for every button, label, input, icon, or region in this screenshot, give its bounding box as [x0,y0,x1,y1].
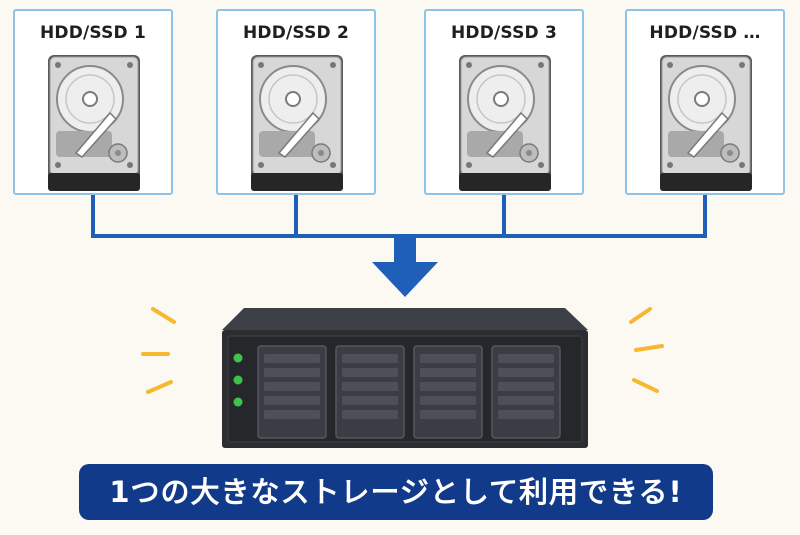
drive-label: HDD/SSD 1 [39,23,147,43]
arrow-down-icon [372,236,438,297]
status-led [233,353,243,363]
drive-label: HDD/SSD … [649,23,761,43]
drive-label: HDD/SSD 3 [450,23,558,43]
drive-card-3: HDD/SSD 3 [424,9,584,195]
drive-card-1: HDD/SSD 1 [13,9,173,195]
status-led [233,397,243,407]
drive-bay [257,345,327,439]
drive-bay [413,345,483,439]
drive-bay [491,345,561,439]
drive-card-more: HDD/SSD … [625,9,785,195]
sparkle-right [629,307,664,393]
nas-server-icon [222,308,588,448]
drive-bay [335,345,405,439]
status-led [233,375,243,385]
caption-banner: 1つの大きなストレージとして利用できる! [79,464,713,520]
drive-label: HDD/SSD 2 [242,23,350,43]
drive-card-2: HDD/SSD 2 [216,9,376,195]
sparkle-left [141,307,176,394]
